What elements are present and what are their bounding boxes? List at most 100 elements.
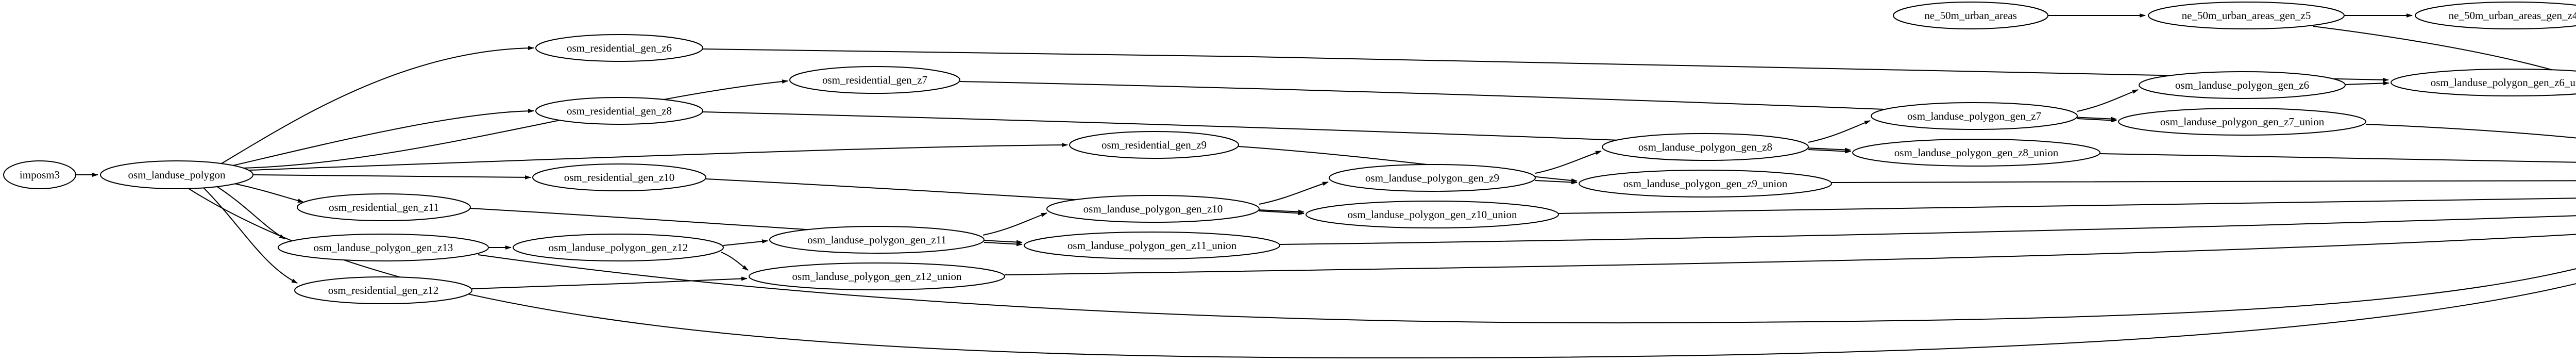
edge-osm_landuse_polygon_gen_z6--osm_landuse_polygon_gen_z6_union	[2345, 81, 2389, 86]
edge-osm_residential_gen_z12--osm_landuse_polygon_gen_z12_union	[471, 276, 748, 289]
node-shape-osm_landuse_polygon_gen_z6	[2139, 71, 2346, 99]
node-shape-osm_landuse_polygon_gen_z11_union	[1024, 232, 1280, 259]
node-osm_landuse_polygon_gen_z11: osm_landuse_polygon_gen_z11	[769, 226, 985, 254]
edge-osm_landuse_polygon_gen_z10_union--layer_landuse-z10	[1558, 198, 2576, 214]
node-osm_landuse_polygon_gen_z13: osm_landuse_polygon_gen_z13	[278, 234, 489, 261]
edge-osm_landuse_polygon_gen_z8_union--layer_landuse-z8	[2099, 153, 2576, 163]
node-label-osm_residential_gen_z11: osm_residential_gen_z11	[329, 201, 439, 213]
edges	[76, 13, 2576, 359]
node-label-osm_landuse_polygon_gen_z13: osm_landuse_polygon_gen_z13	[314, 241, 453, 254]
node-osm_landuse_polygon_gen_z10: osm_landuse_polygon_gen_z10	[1046, 195, 1260, 223]
node-label-osm_landuse_polygon_gen_z11: osm_landuse_polygon_gen_z11	[807, 234, 946, 246]
node-label-osm_landuse_polygon_gen_z12: osm_landuse_polygon_gen_z12	[549, 241, 688, 254]
node-osm_landuse_polygon_gen_z7_union: osm_landuse_polygon_gen_z7_union	[2118, 108, 2366, 136]
node-osm_landuse_polygon_gen_z9_union: osm_landuse_polygon_gen_z9_union	[1579, 170, 1832, 198]
node-imposm3: imposm3	[3, 160, 76, 189]
node-label-osm_landuse_polygon_gen_z6_union: osm_landuse_polygon_gen_z6_union	[2431, 76, 2576, 89]
edge-osm_landuse_polygon_gen_z8--osm_landuse_polygon_gen_z7	[1808, 120, 1871, 143]
node-label-osm_landuse_polygon_gen_z8_union: osm_landuse_polygon_gen_z8_union	[1894, 146, 2059, 159]
edge-osm_landuse_polygon_gen_z13--layer_landuse-z13	[478, 254, 2576, 324]
node-osm_residential_gen_z12: osm_residential_gen_z12	[294, 276, 472, 304]
node-shape-osm_landuse_polygon_gen_z11	[769, 226, 985, 254]
node-label-imposm3: imposm3	[20, 169, 60, 181]
edge-osm_landuse_polygon_gen_z7--osm_landuse_polygon_gen_z6	[2077, 89, 2139, 112]
node-label-ne_50m_urban_areas_gen_z4: ne_50m_urban_areas_gen_z4	[2449, 9, 2576, 22]
node-shape-imposm3	[3, 160, 76, 189]
edge-osm_landuse_polygon_gen_z12--osm_landuse_polygon_gen_z12_union	[721, 252, 749, 271]
node-osm_residential_gen_z6: osm_residential_gen_z6	[535, 34, 703, 62]
node-osm_landuse_polygon_gen_z9: osm_landuse_polygon_gen_z9	[1329, 164, 1536, 192]
edge-osm_landuse_polygon_gen_z10--osm_landuse_polygon_gen_z9	[1259, 182, 1329, 205]
node-label-osm_landuse_polygon_gen_z8: osm_landuse_polygon_gen_z8	[1638, 141, 1772, 153]
node-shape-osm_landuse_polygon_gen_z10_union	[1306, 201, 1559, 228]
node-osm_landuse_polygon_gen_z11_union: osm_landuse_polygon_gen_z11_union	[1024, 232, 1280, 259]
node-osm_landuse_polygon_gen_z10_union: osm_landuse_polygon_gen_z10_union	[1306, 201, 1559, 228]
node-shape-ne_50m_urban_areas	[1893, 2, 2048, 29]
node-label-osm_residential_gen_z8: osm_residential_gen_z8	[567, 105, 672, 117]
edge-osm_landuse_polygon_gen_z12--osm_landuse_polygon_gen_z11	[723, 239, 768, 246]
node-label-osm_landuse_polygon_gen_z12_union: osm_landuse_polygon_gen_z12_union	[792, 270, 962, 283]
node-shape-ne_50m_urban_areas_gen_z5	[2148, 2, 2345, 29]
node-osm_residential_gen_z8: osm_residential_gen_z8	[535, 97, 703, 125]
node-ne_50m_urban_areas_gen_z5: ne_50m_urban_areas_gen_z5	[2148, 2, 2345, 29]
node-shape-osm_landuse_polygon_gen_z9_union	[1579, 170, 1832, 198]
node-shape-ne_50m_urban_areas_gen_z4	[2415, 2, 2576, 29]
node-label-ne_50m_urban_areas_gen_z5: ne_50m_urban_areas_gen_z5	[2182, 9, 2311, 22]
node-shape-osm_landuse_polygon_gen_z13	[278, 234, 489, 261]
node-shape-osm_residential_gen_z6	[535, 34, 703, 62]
node-osm_residential_gen_z7: osm_residential_gen_z7	[789, 66, 960, 94]
edge-osm_landuse_polygon--osm_residential_gen_z12	[203, 187, 298, 284]
node-osm_landuse_polygon_gen_z12: osm_landuse_polygon_gen_z12	[513, 234, 724, 261]
edge-osm_landuse_polygon_gen_z11_union--layer_landuse-z11	[1279, 215, 2576, 245]
edge-osm_landuse_polygon--osm_residential_gen_z11	[234, 183, 304, 203]
node-label-ne_50m_urban_areas: ne_50m_urban_areas	[1924, 9, 2017, 22]
edge-osm_landuse_polygon_gen_z8--osm_landuse_polygon_gen_z8_union	[1808, 149, 1851, 154]
edge-osm_landuse_polygon_gen_z7--osm_landuse_polygon_gen_z7_union	[2077, 118, 2117, 123]
node-ne_50m_urban_areas: ne_50m_urban_areas	[1893, 2, 2048, 29]
edge-osm_landuse_polygon--osm_residential_gen_z9	[249, 143, 1068, 171]
node-shape-osm_landuse_polygon	[100, 160, 253, 189]
node-osm_landuse_polygon_gen_z6_union: osm_landuse_polygon_gen_z6_union	[2391, 69, 2576, 96]
node-shape-osm_landuse_polygon_gen_z7	[1871, 102, 2078, 130]
node-label-osm_landuse_polygon: osm_landuse_polygon	[128, 169, 226, 181]
nodes: imposm3 osm_landuse_polygon osm_residentia…	[3, 2, 2576, 304]
node-osm_landuse_polygon_gen_z12_union: osm_landuse_polygon_gen_z12_union	[749, 262, 1005, 290]
node-shape-osm_landuse_polygon_gen_z6_union	[2391, 69, 2576, 96]
edge-osm_landuse_polygon--osm_residential_gen_z8	[232, 109, 534, 166]
node-label-osm_landuse_polygon_gen_z9: osm_landuse_polygon_gen_z9	[1365, 172, 1499, 184]
node-label-osm_landuse_polygon_gen_z7: osm_landuse_polygon_gen_z7	[1907, 110, 2041, 122]
node-osm_landuse_polygon_gen_z7: osm_landuse_polygon_gen_z7	[1871, 102, 2078, 130]
node-ne_50m_urban_areas_gen_z4: ne_50m_urban_areas_gen_z4	[2415, 2, 2576, 29]
node-shape-osm_residential_gen_z10	[532, 163, 706, 191]
edge-osm_landuse_polygon_gen_z7_union--layer_landuse-z7	[2365, 124, 2576, 139]
edge-osm_landuse_polygon--osm_residential_gen_z6	[221, 46, 534, 164]
node-label-osm_landuse_polygon_gen_z10_union: osm_landuse_polygon_gen_z10_union	[1348, 208, 1517, 221]
node-label-osm_residential_gen_z10: osm_residential_gen_z10	[564, 171, 675, 184]
edge-osm_landuse_polygon_gen_z11--osm_landuse_polygon_gen_z11_union	[984, 242, 1023, 246]
node-label-osm_residential_gen_z7: osm_residential_gen_z7	[822, 74, 927, 86]
node-label-osm_landuse_polygon_gen_z10: osm_landuse_polygon_gen_z10	[1083, 203, 1223, 215]
edge-osm_landuse_polygon--osm_residential_gen_z7	[241, 79, 788, 169]
node-shape-osm_residential_gen_z11	[297, 193, 471, 221]
edge-osm_landuse_polygon_gen_z9--osm_landuse_polygon_gen_z8	[1535, 151, 1602, 174]
node-label-osm_residential_gen_z12: osm_residential_gen_z12	[328, 284, 439, 297]
edge-osm_landuse_polygon--osm_residential_gen_z10	[252, 174, 531, 179]
node-osm_residential_gen_z11: osm_residential_gen_z11	[297, 193, 471, 221]
node-shape-osm_residential_gen_z12	[294, 276, 472, 304]
edge-osm_landuse_polygon_gen_z9--osm_landuse_polygon_gen_z9_union	[1535, 180, 1578, 185]
edge-osm_landuse_polygon_gen_z10--osm_landuse_polygon_gen_z10_union	[1259, 210, 1304, 216]
node-label-osm_residential_gen_z9: osm_residential_gen_z9	[1101, 139, 1207, 151]
node-shape-osm_residential_gen_z7	[789, 66, 960, 94]
node-shape-osm_residential_gen_z9	[1069, 131, 1239, 159]
node-shape-osm_landuse_polygon_gen_z9	[1329, 164, 1536, 192]
node-shape-osm_landuse_polygon_gen_z10	[1046, 195, 1260, 223]
node-label-osm_landuse_polygon_gen_z7_union: osm_landuse_polygon_gen_z7_union	[2160, 116, 2325, 128]
node-osm_residential_gen_z10: osm_residential_gen_z10	[532, 163, 706, 191]
node-osm_landuse_polygon_gen_z8_union: osm_landuse_polygon_gen_z8_union	[1852, 139, 2100, 167]
edge-ne_50m_urban_areas_gen_z5--layer_landuse-z5	[2313, 26, 2576, 78]
node-label-osm_residential_gen_z6: osm_residential_gen_z6	[567, 42, 672, 54]
node-shape-osm_landuse_polygon_gen_z7_union	[2118, 108, 2366, 136]
node-osm_landuse_polygon_gen_z8: osm_landuse_polygon_gen_z8	[1602, 133, 1809, 161]
node-shape-osm_residential_gen_z8	[535, 97, 703, 125]
